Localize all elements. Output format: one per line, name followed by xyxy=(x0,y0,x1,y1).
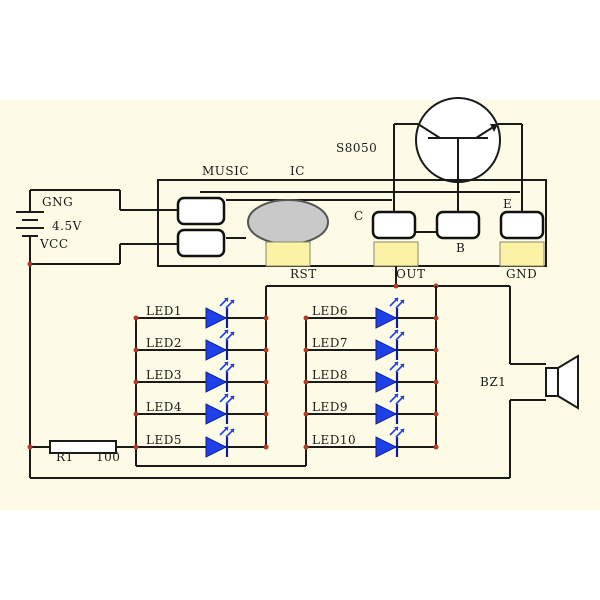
ic-pad-top-left xyxy=(176,196,226,226)
led-label: LED5 xyxy=(146,433,182,447)
led-diode-icon xyxy=(375,329,405,361)
led-row: LED10 xyxy=(303,426,439,458)
ic-chip-blob xyxy=(247,199,329,245)
led-diode-icon xyxy=(205,426,235,458)
led-diode-icon xyxy=(375,393,405,425)
led-diode-icon xyxy=(205,297,235,329)
transistor-label: S8050 xyxy=(336,141,377,155)
led-label: LED7 xyxy=(312,336,348,350)
led-label: LED6 xyxy=(312,304,348,318)
led-label: LED4 xyxy=(146,400,182,414)
led-label: LED8 xyxy=(312,368,348,382)
led-row: LED9 xyxy=(303,393,439,425)
vcc-label: VCC xyxy=(39,237,69,251)
r1-label: R1 xyxy=(56,450,74,464)
led-row: LED6 xyxy=(303,297,439,329)
base-label: B xyxy=(456,241,465,255)
led-diode-icon xyxy=(205,361,235,393)
led-diode-icon xyxy=(205,329,235,361)
led-label: LED10 xyxy=(312,433,356,447)
led-row: LED2 xyxy=(133,329,269,361)
led-row: LED8 xyxy=(303,361,439,393)
led-row: LED7 xyxy=(303,329,439,361)
led-label: LED2 xyxy=(146,336,182,350)
ic-label: IC xyxy=(290,164,305,178)
led-label: LED3 xyxy=(146,368,182,382)
led-diode-icon xyxy=(205,393,235,425)
emitter-pad xyxy=(499,210,545,240)
led-label: LED1 xyxy=(146,304,182,318)
gnd-tab xyxy=(499,241,545,267)
out-label: OUT xyxy=(396,267,425,281)
emitter-arrow xyxy=(490,124,498,132)
led-diode-icon xyxy=(375,426,405,458)
led-row: LED4 xyxy=(133,393,269,425)
collector-pad xyxy=(371,210,417,240)
led-row: LED1 xyxy=(133,297,269,329)
collector-label: C xyxy=(354,209,364,223)
emitter-label: E xyxy=(503,197,512,211)
base-pad xyxy=(435,210,481,240)
rst-tab xyxy=(265,241,311,267)
voltage-label: 4.5V xyxy=(52,219,82,233)
led-diode-icon xyxy=(375,297,405,329)
bz1-label: BZ1 xyxy=(480,375,506,389)
transistor-s8050 xyxy=(394,97,522,184)
gng-label: GNG xyxy=(42,195,73,209)
battery xyxy=(16,189,178,265)
r1-value-label: 100 xyxy=(96,450,120,464)
rst-label: RST xyxy=(290,267,317,281)
led-diode-icon xyxy=(375,361,405,393)
led-label: LED9 xyxy=(312,400,348,414)
music-label: MUSIC xyxy=(202,164,249,178)
buzzer-bz1 xyxy=(545,354,579,410)
led-row: LED5 xyxy=(133,426,269,458)
ic-pad-bottom-left xyxy=(176,228,226,258)
out-tab xyxy=(373,241,419,267)
led-row: LED3 xyxy=(133,361,269,393)
gnd-label: GND xyxy=(506,267,537,281)
